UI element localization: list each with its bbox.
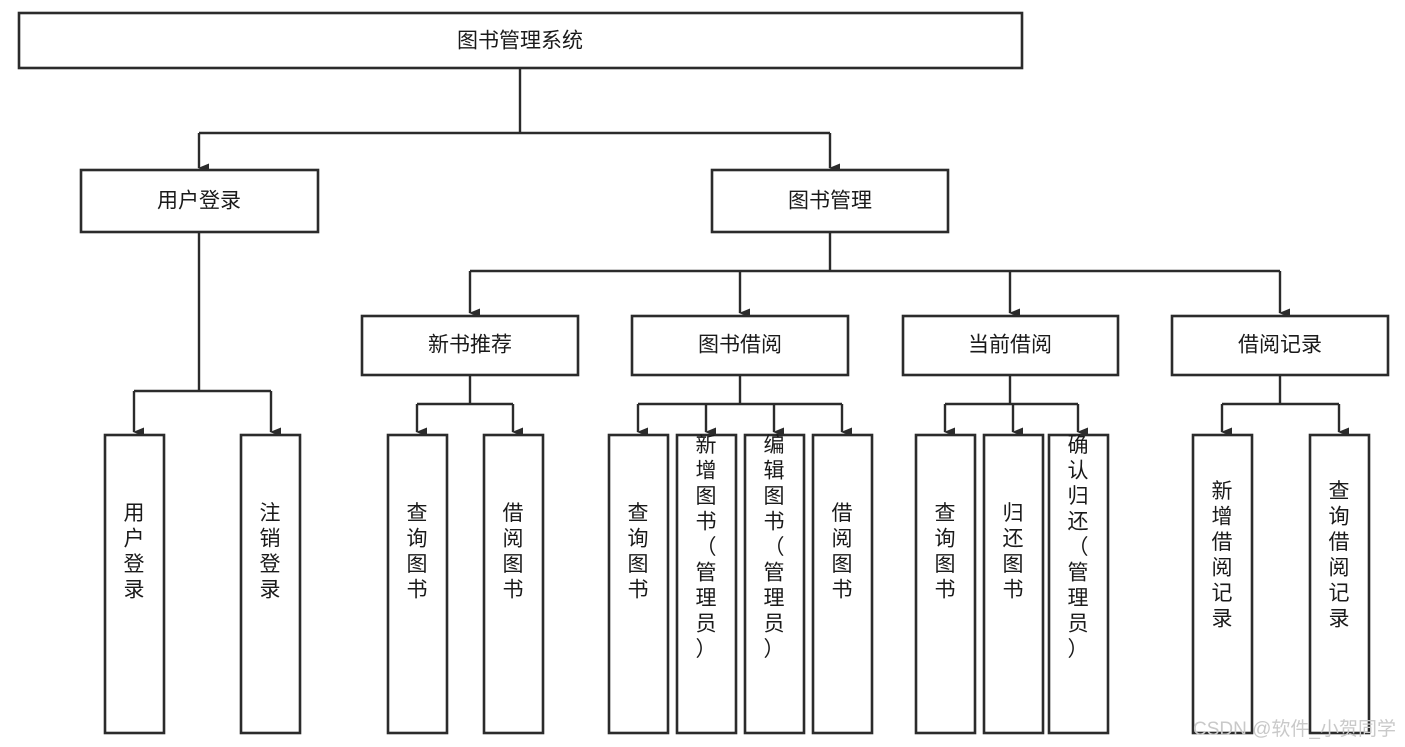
node-leaf-return-book-box[interactable]: [982, 433, 1045, 735]
node-leaf-query-book-borrow-label: 查询图书: [628, 502, 649, 602]
node-leaf-add-borrow-record-label: 新增借阅记录: [1212, 480, 1233, 631]
node-leaf-edit-book-box[interactable]: [743, 433, 806, 735]
node-leaf-user-logout[interactable]: 注销登录: [239, 433, 302, 735]
node-book-borrow-label: 图书借阅: [698, 334, 782, 357]
node-leaf-add-book-box[interactable]: [675, 433, 738, 735]
connector-layer: [132, 68, 1349, 437]
csdn-watermark: CSDN @软件_小贺同学: [1193, 718, 1396, 740]
node-new-book-recommend-box[interactable]: [360, 314, 580, 377]
node-leaf-query-book-current-label: 查询图书: [935, 502, 956, 602]
node-leaf-user-logout-box[interactable]: [239, 433, 302, 735]
node-leaf-query-borrow-record-label: 查询借阅记录: [1329, 480, 1350, 631]
node-leaf-query-book-recommend-box[interactable]: [386, 433, 449, 735]
node-book-borrow[interactable]: 图书借阅: [630, 314, 850, 377]
node-leaf-confirm-return[interactable]: 确认归还（管理员）: [1047, 433, 1110, 735]
node-root-label: 图书管理系统: [457, 30, 583, 53]
node-leaf-query-book-recommend[interactable]: 查询图书: [386, 433, 449, 735]
node-leaf-edit-book[interactable]: 编辑图书（管理员）: [743, 433, 806, 735]
node-book-management[interactable]: 图书管理: [710, 168, 950, 234]
node-leaf-user-login-label: 用户登录: [124, 502, 145, 602]
node-leaf-borrow-book-label: 借阅图书: [832, 502, 853, 602]
node-leaf-borrow-book-recommend[interactable]: 借阅图书: [482, 433, 545, 735]
node-current-borrow-label: 当前借阅: [968, 334, 1052, 357]
node-leaf-confirm-return-label: 确认归还（管理员）: [1068, 434, 1089, 661]
node-borrow-record-label: 借阅记录: [1238, 334, 1322, 357]
node-leaf-user-logout-label: 注销登录: [260, 502, 281, 602]
node-current-borrow[interactable]: 当前借阅: [901, 314, 1120, 377]
node-leaf-edit-book-label: 编辑图书（管理员）: [764, 434, 785, 661]
node-book-borrow-box[interactable]: [630, 314, 850, 377]
node-leaf-query-borrow-record-box[interactable]: [1308, 433, 1371, 735]
node-leaf-query-book-current[interactable]: 查询图书: [914, 433, 977, 735]
node-leaf-query-book-recommend-label: 查询图书: [407, 502, 428, 602]
node-root[interactable]: 图书管理系统: [17, 11, 1024, 70]
node-leaf-query-book-current-box[interactable]: [914, 433, 977, 735]
node-leaf-query-borrow-record[interactable]: 查询借阅记录: [1308, 433, 1371, 735]
node-borrow-record-box[interactable]: [1170, 314, 1390, 377]
node-leaf-add-borrow-record[interactable]: 新增借阅记录: [1191, 433, 1254, 735]
node-leaf-add-book-label: 新增图书（管理员）: [696, 434, 717, 661]
node-leaf-borrow-book[interactable]: 借阅图书: [811, 433, 874, 735]
node-leaf-borrow-book-box[interactable]: [811, 433, 874, 735]
node-book-management-box[interactable]: [710, 168, 950, 234]
node-leaf-user-login-box[interactable]: [103, 433, 166, 735]
node-leaf-return-book-label: 归还图书: [1003, 502, 1024, 602]
node-user-login[interactable]: 用户登录: [79, 168, 320, 234]
node-current-borrow-box[interactable]: [901, 314, 1120, 377]
node-leaf-return-book[interactable]: 归还图书: [982, 433, 1045, 735]
node-leaf-user-login[interactable]: 用户登录: [103, 433, 166, 735]
node-borrow-record[interactable]: 借阅记录: [1170, 314, 1390, 377]
node-new-book-recommend-label: 新书推荐: [428, 334, 512, 357]
node-new-book-recommend[interactable]: 新书推荐: [360, 314, 580, 377]
node-root-box[interactable]: [17, 11, 1024, 70]
node-leaf-query-book-borrow-box[interactable]: [607, 433, 670, 735]
node-leaf-borrow-book-recommend-box[interactable]: [482, 433, 545, 735]
node-leaf-add-borrow-record-box[interactable]: [1191, 433, 1254, 735]
node-leaf-borrow-book-recommend-label: 借阅图书: [503, 502, 524, 602]
node-leaf-confirm-return-box[interactable]: [1047, 433, 1110, 735]
node-user-login-label: 用户登录: [157, 190, 241, 213]
node-user-login-box[interactable]: [79, 168, 320, 234]
node-leaf-add-book[interactable]: 新增图书（管理员）: [675, 433, 738, 735]
node-book-management-label: 图书管理: [788, 190, 872, 213]
node-leaf-query-book-borrow[interactable]: 查询图书: [607, 433, 670, 735]
